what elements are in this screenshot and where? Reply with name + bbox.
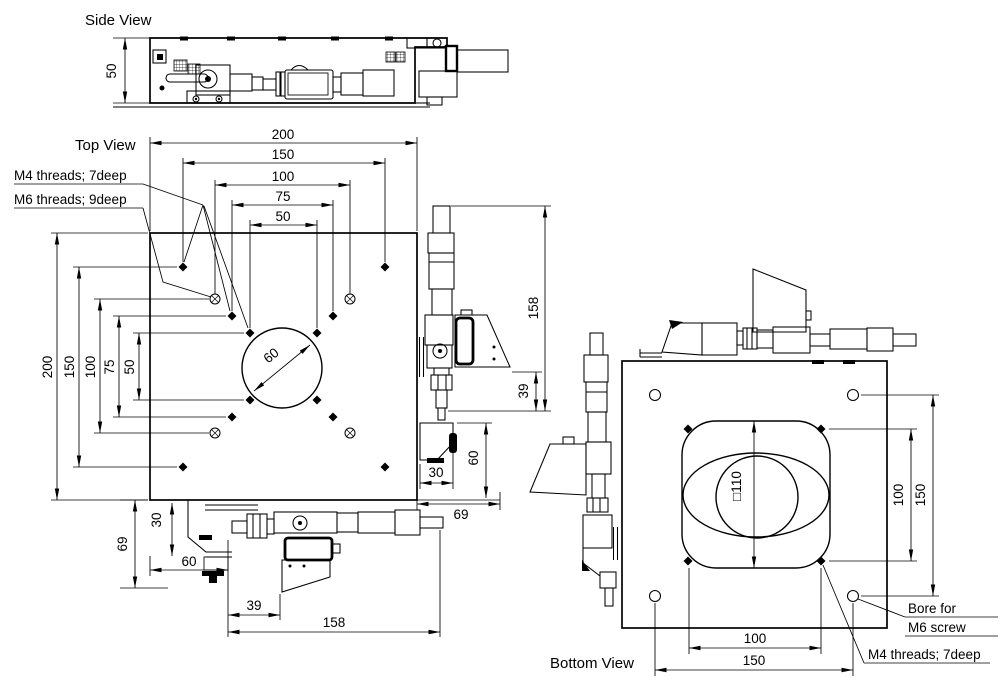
- bottom-view-dims-bottom: 100 150: [654, 568, 854, 676]
- dim-30-bottom: 30: [149, 512, 164, 527]
- dim-60-aperture: 60: [261, 345, 282, 366]
- dim-75-left: 75: [102, 359, 117, 374]
- bottom-view-left-micrometer: [529, 332, 619, 607]
- dim-158-bottom: 158: [323, 615, 346, 630]
- bottom-view: Bottom View □110: [529, 268, 998, 676]
- bottom-view-top-micrometer: [639, 268, 917, 364]
- top-plate-aperture: 60: [241, 327, 323, 409]
- y-axis-micrometer: [418, 205, 511, 463]
- top-view-notes: M4 threads; 7deep M6 threads; 9deep: [14, 168, 249, 329]
- side-view-stage-body: [113, 36, 509, 108]
- dim-75-top: 75: [275, 189, 290, 204]
- dim-110-center: □110: [729, 471, 744, 501]
- dim-50-top: 50: [275, 209, 290, 224]
- dim-69-bottom: 69: [115, 536, 130, 551]
- note-bore-line2: M6 screw: [908, 620, 966, 635]
- dim-60-bottom: 60: [181, 554, 196, 569]
- top-view-dims-left: 200 150 100 75 50: [40, 232, 244, 501]
- dim-200-top: 200: [272, 127, 295, 142]
- side-view-dim-height: 50: [104, 37, 150, 104]
- side-view: Side View 50: [85, 12, 509, 108]
- bottom-plate-holes: [648, 388, 860, 603]
- top-plate-holes: [178, 262, 390, 472]
- dim-100-bottom: 100: [744, 631, 767, 646]
- x-axis-micrometer: [187, 500, 444, 593]
- top-view: Top View M4 threads; 7deep M6 threads; 9…: [14, 127, 551, 637]
- dim-39-bottom: 39: [246, 598, 261, 613]
- top-view-dims-bottom: 69 30 60 39 158: [115, 499, 441, 637]
- dim-100-right: 100: [891, 484, 906, 507]
- dim-50-side: 50: [104, 63, 119, 78]
- m6-leader-line: [142, 207, 212, 298]
- top-view-label: Top View: [75, 137, 136, 154]
- dim-150-left: 150: [62, 356, 77, 379]
- note-m4-threads: M4 threads; 7deep: [14, 168, 127, 183]
- top-plate: [149, 232, 418, 501]
- dim-200-left: 200: [40, 356, 55, 379]
- dim-50-left: 50: [122, 359, 137, 374]
- top-view-dims-top: 200 150 100 75 50: [149, 127, 418, 328]
- bore-leader-line: [857, 598, 906, 618]
- dim-150-top: 150: [272, 147, 295, 162]
- bottom-plate: [621, 360, 888, 629]
- dim-69-right: 69: [453, 507, 468, 522]
- bottom-view-dims-right: 100 150: [829, 394, 939, 597]
- dim-39-right: 39: [516, 383, 531, 398]
- dim-150-right: 150: [913, 484, 928, 507]
- note-m6-threads: M6 threads; 9deep: [14, 192, 127, 207]
- dim-100-top: 100: [272, 169, 295, 184]
- bottom-view-notes: Bore for M6 screw M4 threads; 7deep: [822, 564, 998, 664]
- note-m4-threads-bottom: M4 threads; 7deep: [868, 647, 981, 662]
- m4-leader-line-bottom: [822, 564, 865, 664]
- dim-100-left: 100: [83, 356, 98, 379]
- side-view-label: Side View: [85, 12, 152, 29]
- dim-60-right: 60: [466, 450, 481, 465]
- note-bore-line1: Bore for: [908, 601, 957, 616]
- bottom-plate-aperture: □110: [681, 420, 831, 569]
- dim-150-bottom: 150: [743, 653, 766, 668]
- bottom-view-label: Bottom View: [550, 655, 634, 672]
- dim-158-right: 158: [526, 297, 541, 320]
- dim-30-right: 30: [428, 465, 443, 480]
- top-view-dims-right: 158 39 60 30 69: [416, 205, 551, 522]
